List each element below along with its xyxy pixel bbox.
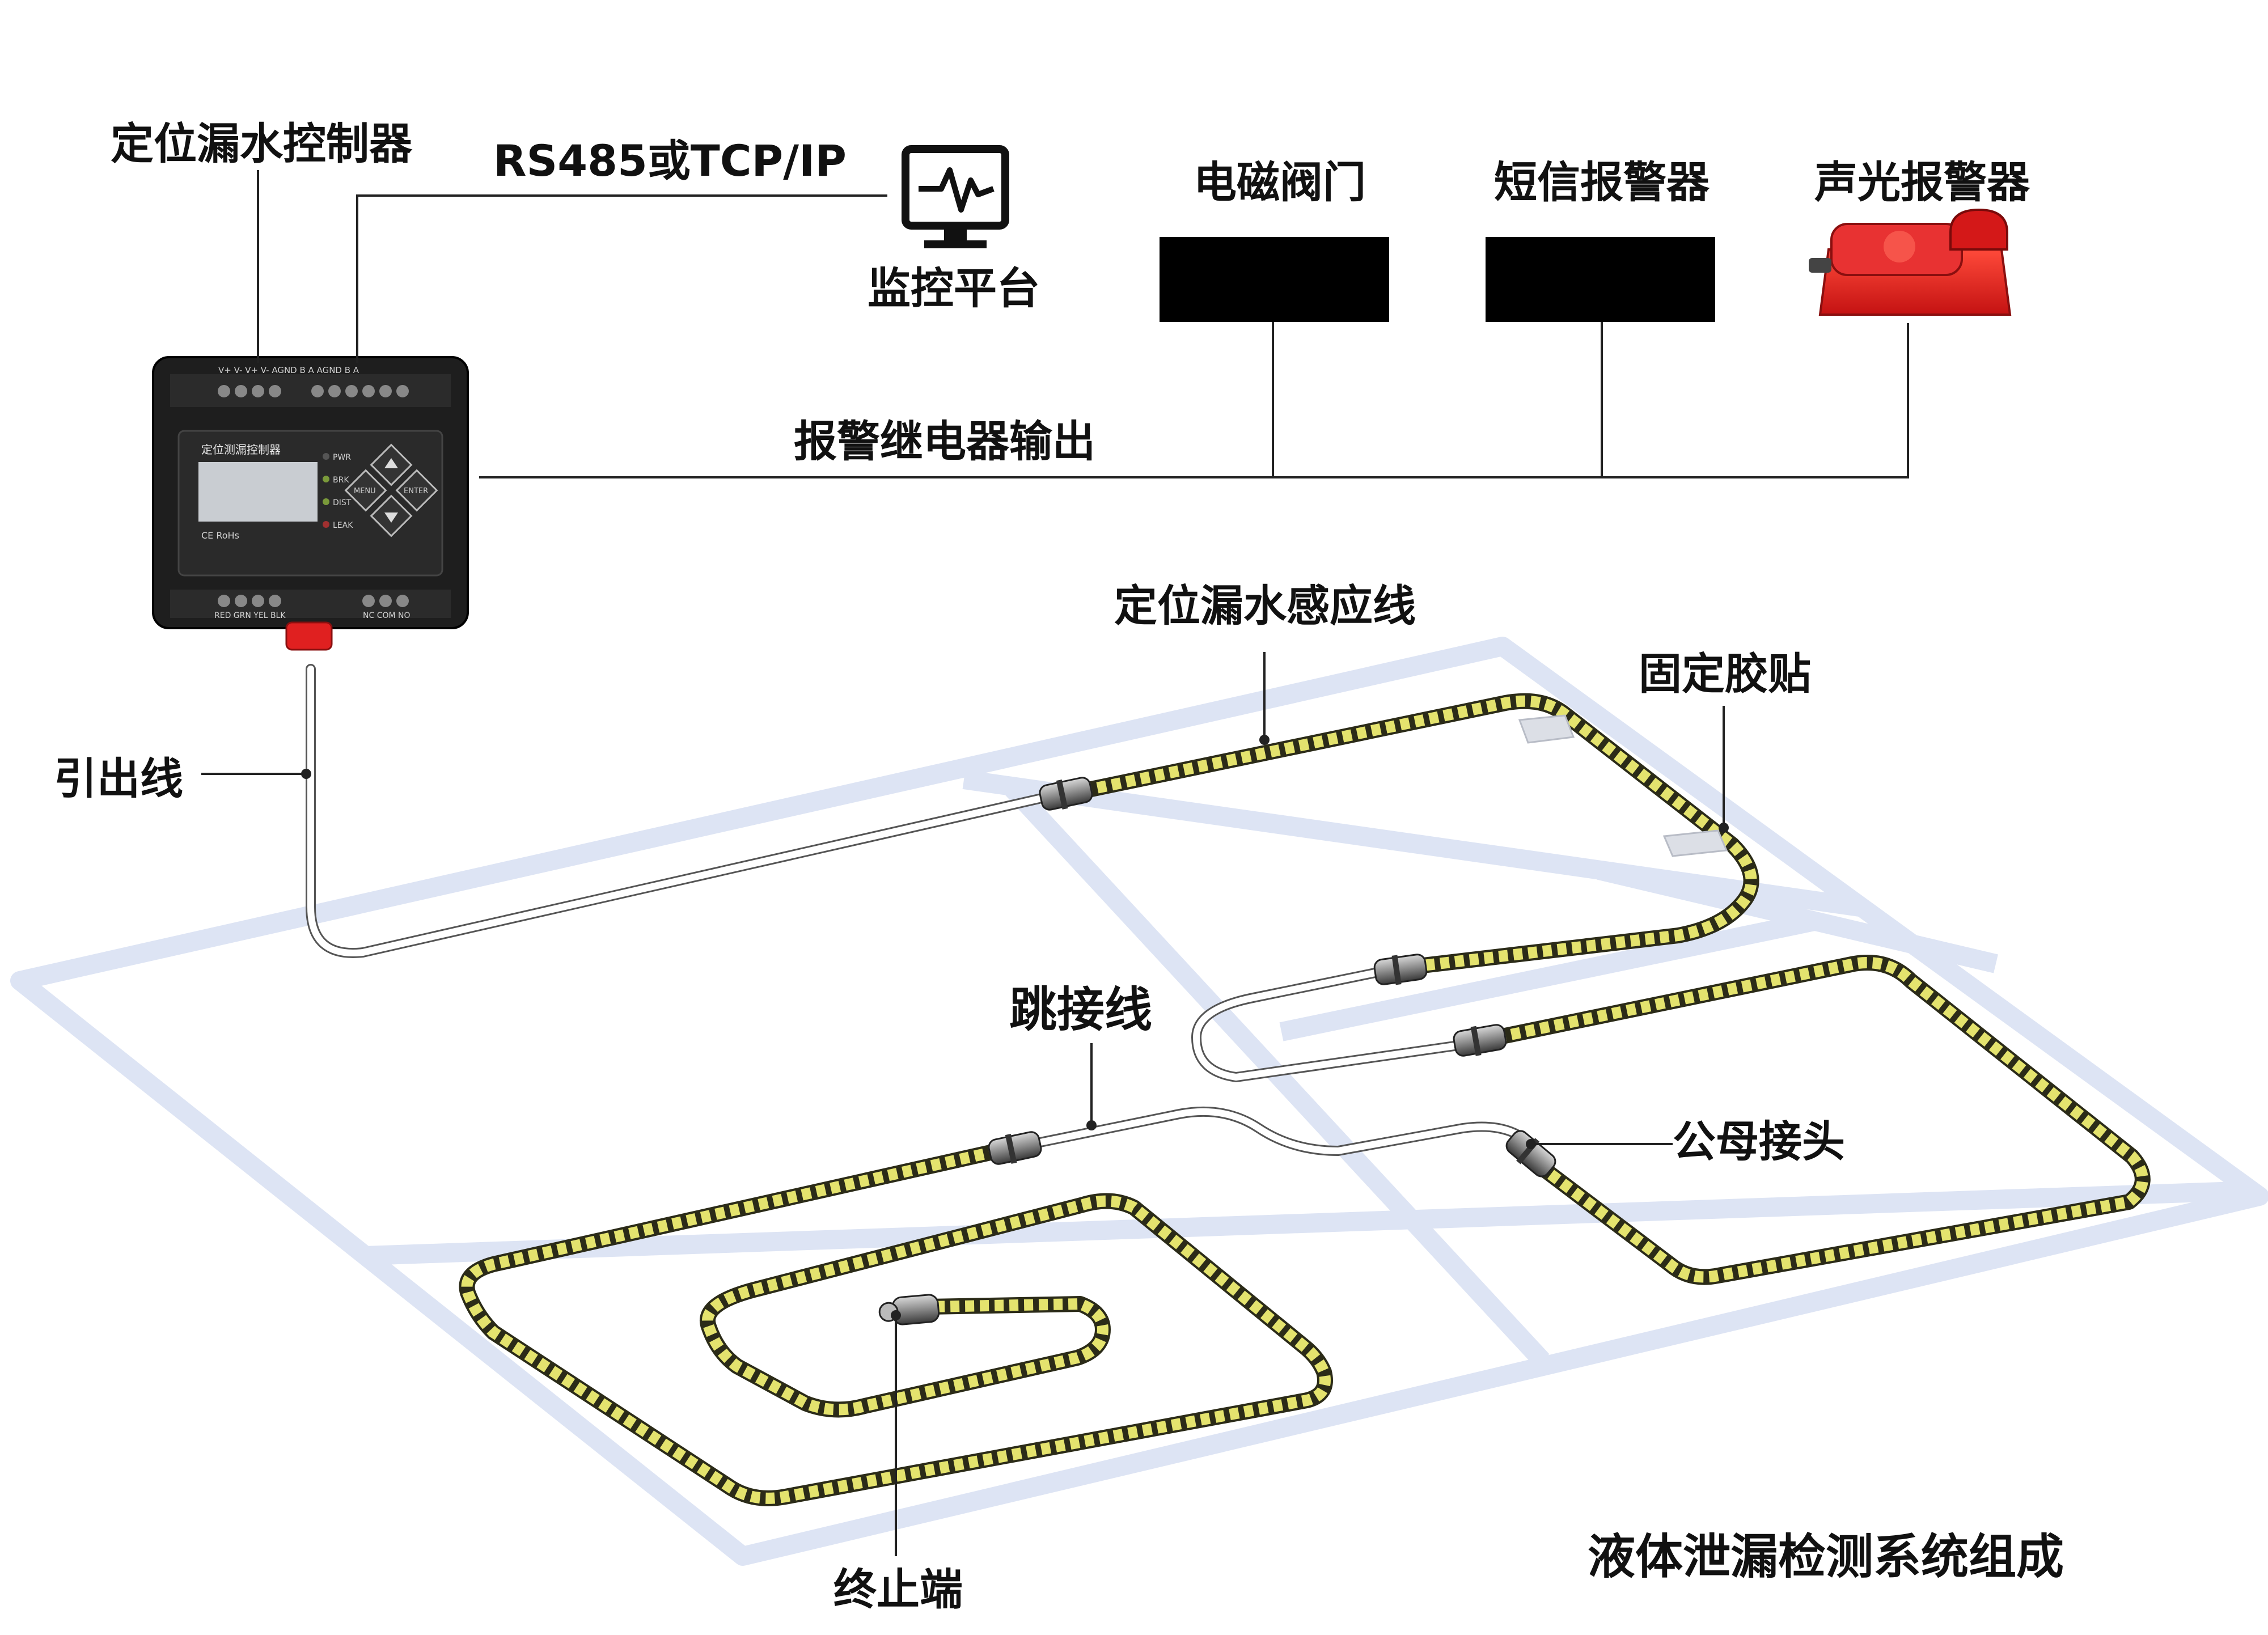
label-connector: 公母接头: [1673, 1116, 1845, 1167]
connector-3: [1453, 1024, 1507, 1057]
label-lead-cable: 引出线: [54, 753, 183, 804]
lcd-screen: [198, 462, 318, 522]
connector-1: [1039, 777, 1093, 811]
label-solenoid-valve: 电磁阀门: [1194, 157, 1366, 207]
lead-cable-clip: [285, 621, 333, 651]
connector-2: [1373, 954, 1428, 985]
jumper-cable-lower: [1021, 1106, 1530, 1156]
label-monitor-platform: 监控平台: [868, 263, 1040, 314]
adhesive-clips: [1518, 714, 1728, 857]
sensing-cable-loops: [459, 693, 2151, 1506]
label-system-title: 液体泄漏检测系统组成: [1588, 1529, 2064, 1585]
text-labels: 定位漏水控制器 RS485或TCP/IP 监控平台 电磁阀门 短信报警器 声光报…: [54, 118, 2064, 1615]
status-leds: PWR BRK DIST LEAK: [323, 453, 353, 530]
connector-4: [988, 1131, 1042, 1165]
label-sensing-cable: 定位漏水感应线: [1114, 581, 1416, 631]
menu-button-label: MENU: [354, 487, 376, 495]
keypad: MENU ENTER: [344, 443, 438, 537]
arrow-up-icon: [384, 458, 398, 468]
led-leak: LEAK: [333, 521, 353, 530]
top-terminal-screws: [218, 385, 409, 397]
jumper-cable-upper: [1191, 967, 1479, 1082]
label-jumper-cable: 跳接线: [1009, 982, 1152, 1037]
lead-cable: [306, 664, 1054, 958]
label-sms-alarm: 短信报警器: [1494, 157, 1710, 207]
connectors: [878, 777, 1556, 1325]
panel-title: 定位测漏控制器: [201, 443, 281, 456]
sms-alarm-image: [1486, 237, 1715, 322]
label-terminator: 终止端: [833, 1564, 963, 1615]
bottom-terminal-screws: [218, 595, 409, 607]
certification-mark: CE RoHs: [201, 530, 239, 541]
sound-light-alarm-image: [1809, 208, 2012, 316]
top-terminal-labels: V+ V- V+ V- AGND B A AGND B A: [218, 365, 359, 375]
label-adhesive-clip: 固定胶贴: [1639, 649, 1811, 699]
enter-button-label: ENTER: [404, 487, 428, 495]
led-dist: DIST: [333, 498, 352, 507]
floor-grid: [10, 637, 2268, 1566]
bottom-right-terminal-labels: NC COM NO: [363, 611, 411, 620]
bottom-left-terminal-labels: RED GRN YEL BLK: [214, 611, 286, 620]
led-pwr: PWR: [333, 453, 351, 462]
solenoid-valve-image: [1160, 237, 1389, 322]
label-sound-light-alarm: 声光报警器: [1814, 157, 2030, 207]
monitor-icon: [902, 145, 1009, 248]
connection-lines: [201, 170, 1909, 1556]
sensing-cable-right-loop: [1489, 955, 2151, 1285]
label-protocol: RS485或TCP/IP: [493, 135, 847, 186]
controller-device: V+ V- V+ V- AGND B A AGND B A 定位测漏控制器 PW…: [152, 356, 469, 651]
label-relay-output: 报警继电器输出: [794, 416, 1095, 467]
terminator-cap: [878, 1294, 940, 1325]
arrow-down-icon: [384, 512, 398, 523]
led-brk: BRK: [333, 476, 349, 485]
label-controller: 定位漏水控制器: [111, 118, 413, 169]
